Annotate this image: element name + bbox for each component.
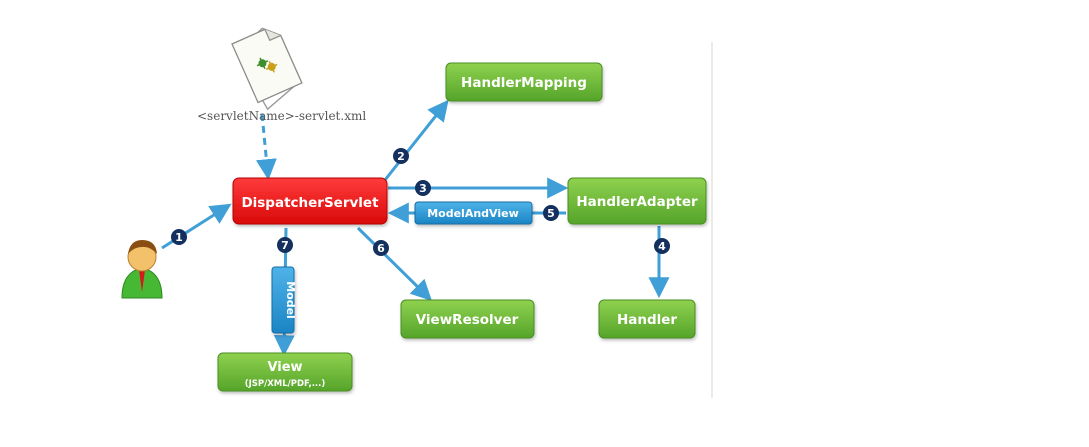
handler-adapter-label: HandlerAdapter: [576, 194, 698, 210]
model-label: Model: [284, 281, 297, 319]
handler-mapping-node: HandlerMapping: [445, 62, 603, 102]
dispatcher-servlet-node: DispatcherServlet: [232, 177, 388, 225]
step-badge-3: 3: [415, 180, 431, 196]
arrow-1: [161, 203, 232, 250]
svg-text:7: 7: [281, 239, 289, 252]
handler-mapping-label: HandlerMapping: [461, 75, 587, 91]
view-label: View: [267, 360, 302, 375]
step-badges: 1 2 3 4 5 6 7: [171, 148, 670, 256]
svg-text:6: 6: [377, 242, 385, 255]
model-and-view-label: ModelAndView: [427, 207, 519, 220]
dispatcher-servlet-label: DispatcherServlet: [241, 195, 379, 211]
arrow-6: [356, 226, 432, 301]
view-node: View (JSP/XML/PDF,...): [217, 352, 353, 392]
svg-text:2: 2: [397, 150, 405, 163]
handler-label: Handler: [617, 312, 677, 328]
view-resolver-label: ViewResolver: [416, 312, 519, 328]
arrow-config-dashed: [255, 113, 277, 181]
model-tag: Model: [271, 266, 297, 334]
svg-text:5: 5: [547, 207, 555, 220]
step-badge-4: 4: [654, 238, 670, 254]
svg-text:1: 1: [175, 231, 183, 244]
document-icon: [231, 27, 303, 111]
user-icon: [121, 240, 163, 299]
step-badge-5: 5: [543, 205, 559, 221]
step-badge-2: 2: [393, 148, 409, 164]
step-badge-6: 6: [373, 240, 389, 256]
svg-text:4: 4: [658, 240, 666, 253]
config-file-label: <servletName>-servlet.xml: [197, 109, 366, 123]
view-resolver-node: ViewResolver: [400, 299, 535, 339]
arrow-2: [383, 99, 449, 181]
view-sublabel: (JSP/XML/PDF,...): [245, 379, 326, 389]
step-badge-1: 1: [171, 229, 187, 245]
step-badge-7: 7: [277, 237, 293, 253]
handler-node: Handler: [598, 299, 696, 339]
handler-adapter-node: HandlerAdapter: [567, 177, 707, 225]
svg-text:3: 3: [419, 182, 427, 195]
model-and-view-tag: ModelAndView: [414, 201, 533, 225]
